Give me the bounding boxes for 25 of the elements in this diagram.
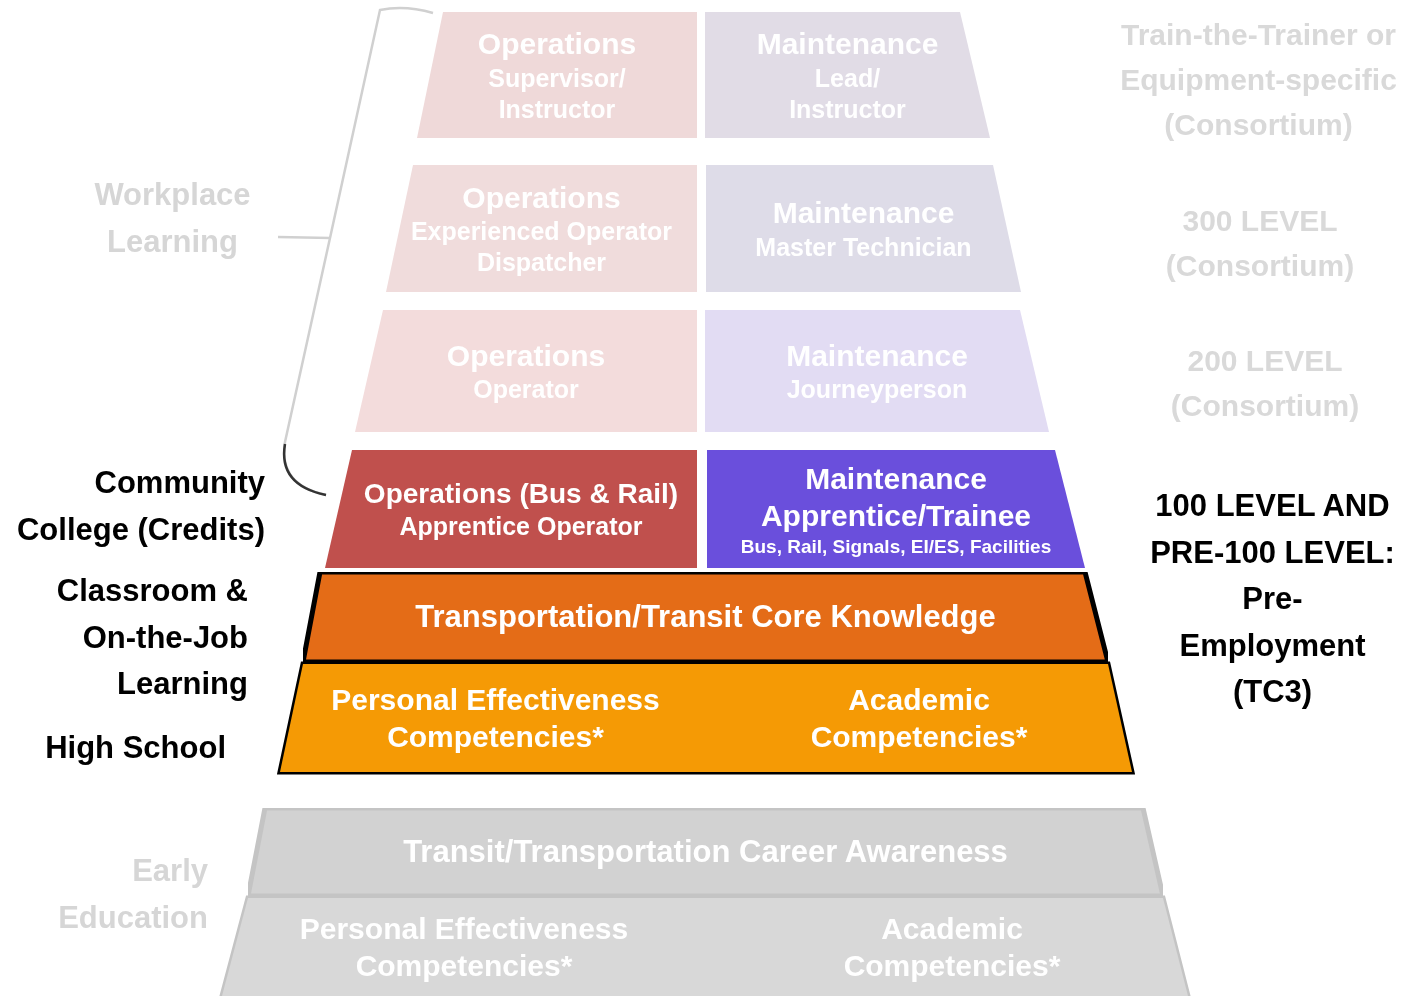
tier-title: Transportation/Transit Core Knowledge [415, 597, 996, 636]
pyramid-tier [222, 898, 706, 996]
tier-subtitle: Bus, Rail, Signals, EI/ES, Facilities [740, 534, 1052, 559]
side-label: High School [44, 729, 226, 767]
pyramid-tier [248, 808, 1163, 896]
pyramid-tier [417, 12, 697, 138]
tier-title: Operations (Bus & Rail) [363, 476, 679, 511]
pyramid-tier [706, 165, 1021, 292]
pyramid-tier [707, 450, 1085, 568]
pyramid-tier [355, 310, 697, 432]
side-label: Community College (Credits) [15, 464, 265, 549]
pyramid-tier [303, 572, 1108, 662]
tier-title: Maintenance Apprentice/Trainee [759, 460, 1033, 535]
pyramid-tier [706, 664, 1132, 772]
pyramid-tier [325, 450, 697, 568]
pyramid-tier [705, 12, 990, 138]
tier-title: Personal Effectiveness Competencies* [330, 681, 661, 755]
tier-title: Academic Competencies* [809, 681, 1029, 755]
side-label: Classroom & On-the-Job Learning [55, 572, 248, 703]
pyramid-tier [705, 310, 1049, 432]
pyramid-tier [706, 898, 1188, 996]
tier-subtitle: Apprentice Operator [399, 510, 643, 542]
pyramid-tier [386, 165, 697, 292]
pyramid-tier [280, 664, 706, 772]
side-label: 100 LEVEL AND PRE-100 LEVEL: Pre-Employment (TC3) [1150, 487, 1395, 711]
